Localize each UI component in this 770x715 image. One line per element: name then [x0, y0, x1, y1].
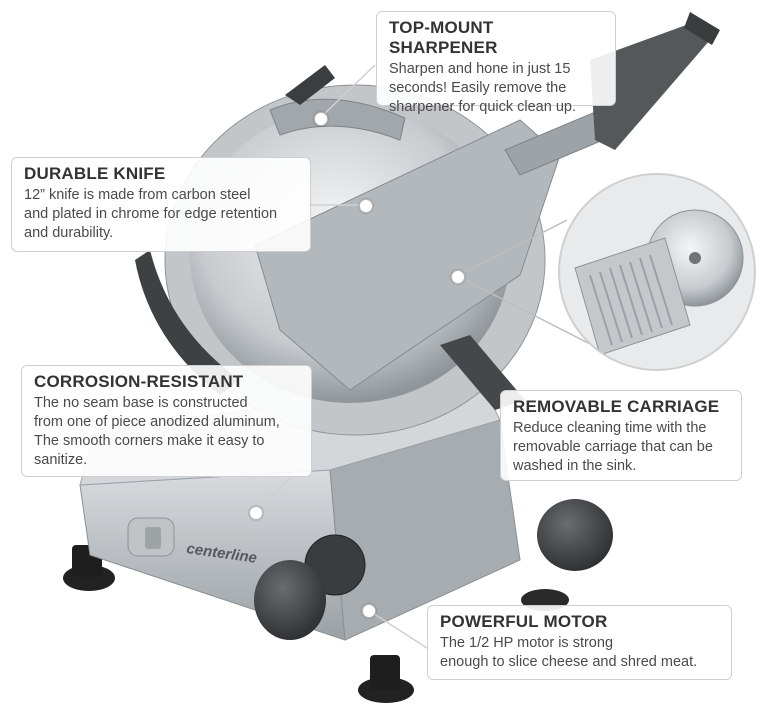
marker-motor-dot [362, 604, 376, 618]
callout-title: DURABLE KNIFE [24, 164, 166, 183]
callout-text-line: The no seam base is constructed [34, 395, 248, 411]
callout-text-line: enough to slice cheese and shred meat. [440, 654, 698, 670]
callout-title: REMOVABLE CARRIAGE [513, 397, 720, 416]
slicer-knobs [254, 499, 613, 640]
callout-text-line: 12” knife is made from carbon steel [24, 187, 251, 203]
callout-powerful-motor: POWERFUL MOTOR The 1/2 HP motor is stron… [427, 605, 732, 680]
callout-text-line: sharpener for quick clean up. [389, 99, 576, 115]
callout-text-line: seconds! Easily remove the [389, 80, 567, 96]
callout-text-line: from one of piece anodized aluminum, [34, 414, 280, 430]
marker-corrosion-dot [249, 506, 263, 520]
callout-text-line: and plated in chrome for edge retention [24, 206, 278, 222]
callout-text-line: and durability. [24, 225, 114, 241]
marker-carriage-dot [451, 270, 465, 284]
slicer-carriage [254, 12, 720, 410]
carriage-detail-inset [456, 173, 756, 371]
callout-title: POWERFUL MOTOR [440, 612, 608, 631]
marker-sharpener-dot [314, 112, 328, 126]
callout-title: CORROSION-RESISTANT [34, 372, 244, 391]
callout-text-line: removable carriage that can be [513, 439, 713, 455]
callout-corrosion-resistant: CORROSION-RESISTANT The no seam base is … [21, 365, 312, 477]
callout-durable-knife: DURABLE KNIFE 12” knife is made from car… [11, 157, 311, 252]
marker-knife-dot [359, 199, 373, 213]
callout-title: TOP-MOUNT SHARPENER [389, 18, 498, 57]
callout-removable-carriage: REMOVABLE CARRIAGE Reduce cleaning time … [500, 390, 742, 481]
callout-top-mount-sharpener: TOP-MOUNT SHARPENER Sharpen and hone in … [376, 11, 616, 115]
callout-text-line: washed in the sink. [513, 458, 637, 474]
callout-text-line: Sharpen and hone in just 15 [389, 61, 571, 77]
callout-text-line: Reduce cleaning time with the [513, 420, 707, 436]
callout-text-line: The smooth corners make it easy to [34, 433, 265, 449]
callout-text-line: The 1/2 HP motor is strong [440, 635, 614, 651]
slicer-feet [63, 545, 569, 703]
callout-text-line: sanitize. [34, 452, 88, 468]
